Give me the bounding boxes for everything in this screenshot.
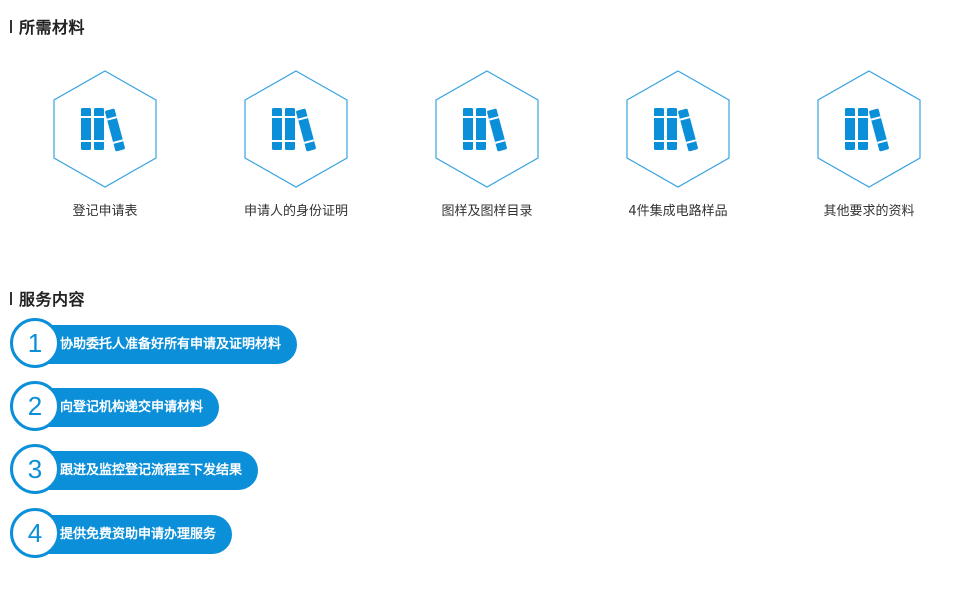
step-number-badge: 2 (10, 381, 60, 431)
material-item-drawings: 图样及图样目录 (407, 70, 567, 220)
material-label: 4件集成电路样品 (628, 204, 728, 219)
section-marker (10, 19, 12, 33)
hexagon-badge (53, 70, 157, 188)
books-icon (845, 108, 889, 152)
service-step-text: 跟进及监控登记流程至下发结果 (32, 451, 259, 490)
material-label: 登记申请表 (72, 204, 138, 219)
material-item-application-form: 登记申请表 (25, 70, 185, 220)
hexagon-outline (626, 70, 730, 188)
step-number-badge: 1 (10, 318, 60, 368)
material-item-other-documents: 其他要求的资料 (789, 70, 949, 220)
hexagon-badge (435, 70, 539, 188)
service-step-text: 提供免费资助申请办理服务 (32, 515, 233, 554)
materials-section-header: 所需材料 (10, 16, 86, 37)
hexagon-outline (435, 70, 539, 188)
section-marker (10, 291, 12, 305)
material-label: 图样及图样目录 (441, 204, 533, 219)
material-item-identity-proof: 申请人的身份证明 (216, 70, 376, 220)
books-icon (81, 108, 125, 152)
hexagon-badge (817, 70, 921, 188)
materials-section-title: 所需材料 (19, 18, 86, 37)
material-item-ic-samples: 4件集成电路样品 (598, 70, 758, 220)
hexagon-badge (244, 70, 348, 188)
service-step-text: 向登记机构递交申请材料 (32, 388, 220, 427)
hexagon-badge (626, 70, 730, 188)
service-step-text: 协助委托人准备好所有申请及证明材料 (32, 325, 298, 364)
hexagon-outline (244, 70, 348, 188)
books-icon (272, 108, 316, 152)
materials-list: 登记申请表 申请人的身份证明 (0, 70, 970, 230)
hexagon-outline (817, 70, 921, 188)
hexagon-outline (53, 70, 157, 188)
step-number-badge: 3 (10, 444, 60, 494)
material-label: 申请人的身份证明 (243, 204, 348, 219)
material-label: 其他要求的资料 (823, 204, 915, 219)
services-section-title: 服务内容 (19, 290, 86, 309)
step-number-badge: 4 (10, 508, 60, 558)
books-icon (463, 108, 507, 152)
services-section-header: 服务内容 (10, 288, 86, 309)
books-icon (654, 108, 698, 152)
